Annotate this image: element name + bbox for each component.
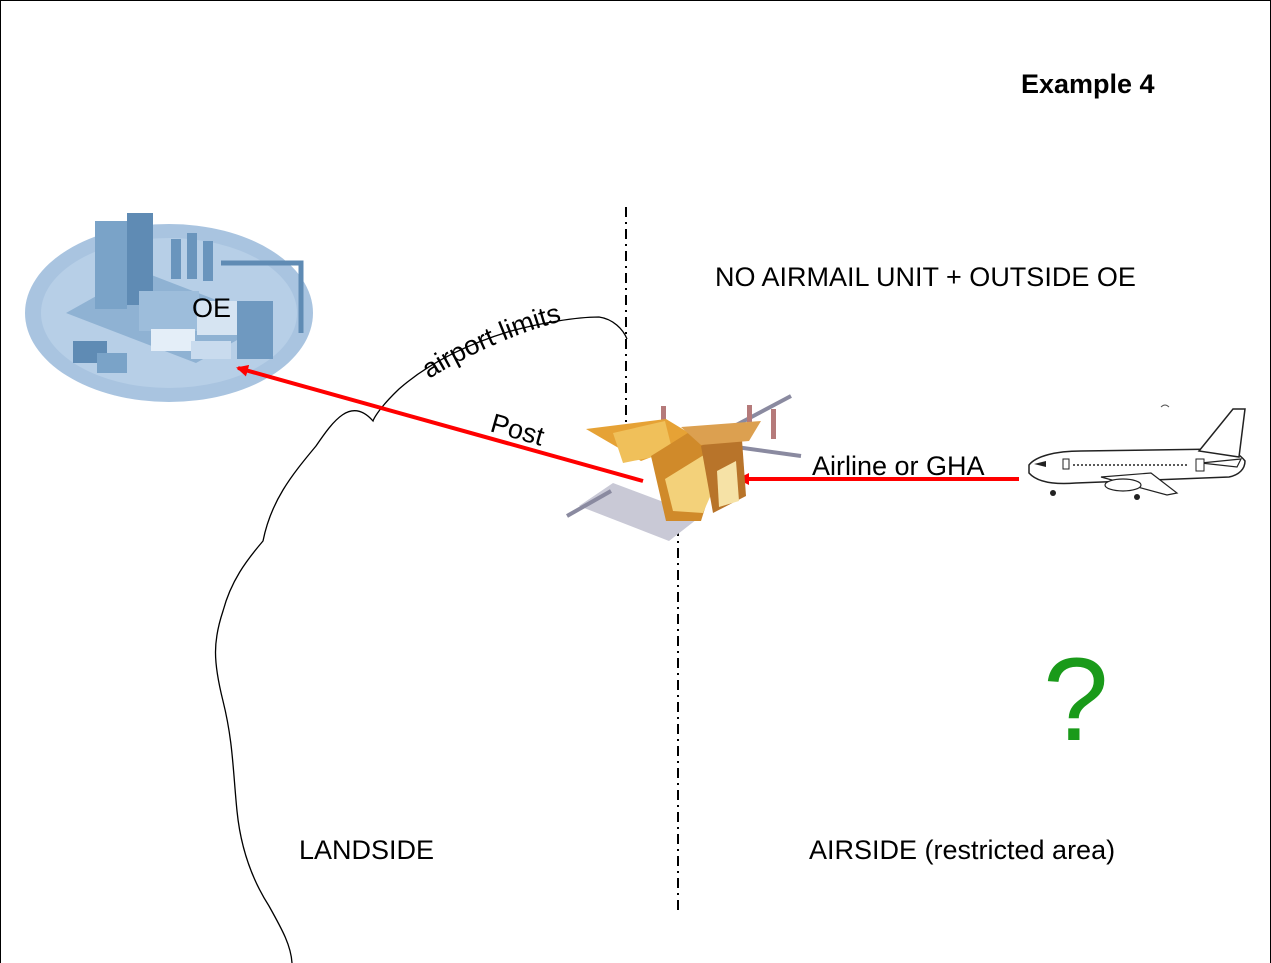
airport-limits-label: airport limits xyxy=(417,298,564,384)
arrow-post-to-oe xyxy=(236,364,644,483)
slide-title: Example 4 xyxy=(1021,69,1155,99)
oe-label: OE xyxy=(192,293,232,323)
airline-label: Airline or GHA xyxy=(812,451,985,481)
airport-limits-boundary xyxy=(214,316,628,963)
landside-label: LANDSIDE xyxy=(299,835,435,865)
airplane-icon xyxy=(1028,404,1246,500)
factory-icon xyxy=(25,213,313,402)
airside-label: AIRSIDE (restricted area) xyxy=(809,835,1116,865)
zone-heading: NO AIRMAIL UNIT + OUTSIDE OE xyxy=(715,262,1136,292)
airport-terminal-icon xyxy=(566,394,802,541)
question-mark: ? xyxy=(1043,634,1109,766)
